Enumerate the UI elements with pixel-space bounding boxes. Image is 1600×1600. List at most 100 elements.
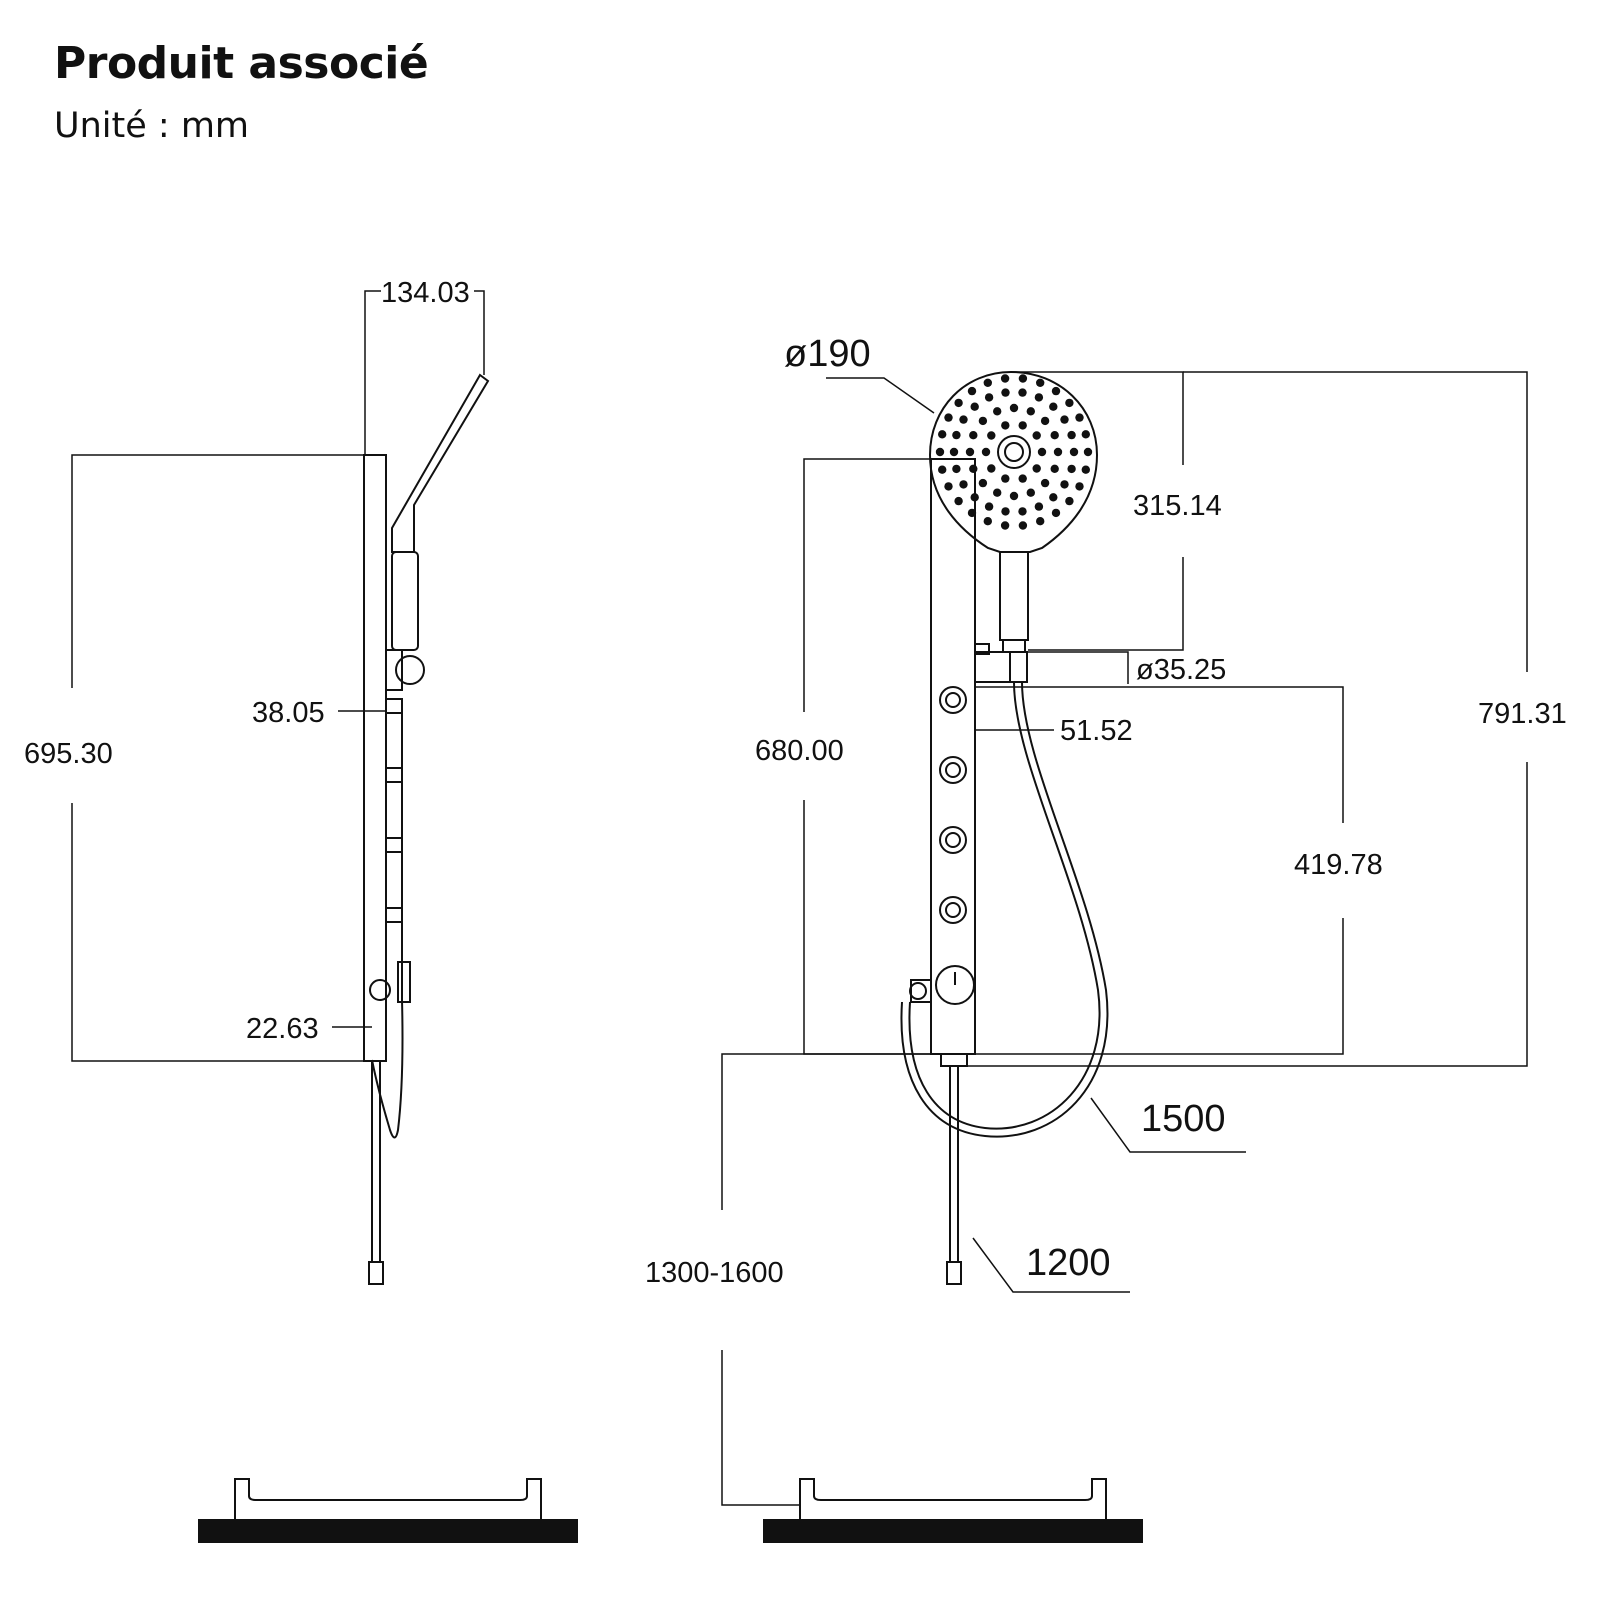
spray-hole bbox=[978, 416, 988, 426]
spray-hole bbox=[983, 517, 992, 526]
dim-side-bottom: 22.63 bbox=[246, 1013, 319, 1045]
spray-hole bbox=[987, 464, 996, 473]
dim-side-nozzle: 38.05 bbox=[252, 697, 325, 729]
spray-hole bbox=[1036, 517, 1045, 526]
spray-hole bbox=[1018, 474, 1027, 483]
spray-hole bbox=[1026, 488, 1036, 497]
side-hose bbox=[371, 700, 404, 1139]
body-jet-4 bbox=[939, 896, 967, 924]
page-title: Produit associé bbox=[54, 38, 429, 89]
dim-holder-diameter: ø35.25 bbox=[1136, 654, 1226, 686]
spray-hole bbox=[1075, 482, 1084, 491]
spray-hole bbox=[1032, 431, 1041, 440]
front-base-slab bbox=[763, 1519, 1143, 1543]
dim-side-height: 695.30 bbox=[24, 738, 113, 770]
spray-hole bbox=[1001, 388, 1010, 397]
spray-hole bbox=[984, 502, 994, 511]
spray-hole bbox=[1075, 413, 1084, 422]
dim-head-diameter: ø190 bbox=[784, 333, 871, 375]
unit-label: Unité : mm bbox=[54, 106, 250, 146]
dim-panel-height: 680.00 bbox=[755, 735, 844, 767]
front-shower-head bbox=[928, 370, 1099, 553]
spray-hole bbox=[938, 430, 947, 439]
spray-hole bbox=[1001, 474, 1010, 483]
front-head-center bbox=[997, 435, 1031, 469]
side-view: 134.03 695.30 38.05 22.63 bbox=[24, 277, 578, 1543]
spray-hole bbox=[981, 447, 991, 457]
side-nozzle-4 bbox=[385, 907, 403, 923]
spray-hole bbox=[983, 378, 992, 387]
front-hose bbox=[908, 681, 1101, 1130]
spray-hole bbox=[1051, 508, 1061, 518]
front-head-spray-holes bbox=[935, 374, 1093, 530]
spray-hole bbox=[1018, 421, 1027, 430]
spray-hole bbox=[970, 402, 979, 411]
spray-hole bbox=[944, 482, 953, 491]
spray-hole bbox=[1018, 388, 1027, 397]
front-holder bbox=[974, 651, 1028, 683]
spray-hole bbox=[967, 386, 977, 396]
side-bracket bbox=[397, 961, 411, 1003]
spray-hole bbox=[1037, 447, 1047, 457]
spray-hole bbox=[1069, 447, 1079, 457]
spray-hole bbox=[1060, 480, 1069, 489]
spray-hole bbox=[1081, 430, 1091, 439]
spray-hole bbox=[1050, 431, 1059, 440]
spray-hole bbox=[969, 464, 978, 473]
spray-hole bbox=[1032, 464, 1041, 473]
spray-hole bbox=[952, 430, 961, 440]
spray-hole bbox=[1000, 374, 1010, 383]
spray-hole bbox=[1009, 491, 1019, 501]
dim-side-top-width: 134.03 bbox=[381, 277, 470, 309]
spray-hole bbox=[1040, 478, 1050, 488]
spray-hole bbox=[978, 478, 988, 488]
spray-hole bbox=[954, 398, 963, 408]
side-nozzle-3 bbox=[385, 837, 403, 853]
spray-hole bbox=[1067, 464, 1076, 474]
front-base-tray bbox=[799, 1478, 1107, 1519]
spray-hole bbox=[1034, 502, 1044, 511]
spray-hole bbox=[1000, 521, 1010, 530]
spray-hole bbox=[935, 447, 945, 457]
front-view: ø190 315.14 680.00 ø35.25 51.52 791.31 4… bbox=[645, 333, 1567, 1543]
side-nozzle-2 bbox=[385, 767, 403, 783]
spray-hole bbox=[1009, 403, 1019, 413]
front-pipe-end bbox=[946, 1261, 962, 1285]
spray-hole bbox=[952, 464, 961, 474]
spray-hole bbox=[1018, 521, 1028, 530]
spray-hole bbox=[993, 407, 1002, 416]
spray-hole bbox=[1040, 416, 1050, 426]
front-body-jets bbox=[939, 686, 967, 924]
dim-total-height: 791.31 bbox=[1478, 698, 1567, 730]
spray-hole bbox=[1001, 421, 1010, 430]
spray-hole bbox=[993, 488, 1002, 497]
body-jet-1 bbox=[939, 686, 967, 714]
spray-hole bbox=[1026, 407, 1036, 416]
side-nozzle-1 bbox=[385, 698, 403, 714]
dim-install-height: 1300-1600 bbox=[645, 1257, 784, 1289]
spray-hole bbox=[959, 480, 968, 489]
side-handshower-head bbox=[391, 373, 490, 553]
spray-hole bbox=[954, 496, 963, 506]
spray-hole bbox=[970, 493, 979, 502]
dim-head-height: 315.14 bbox=[1133, 490, 1222, 522]
spray-hole bbox=[965, 447, 975, 457]
spray-hole bbox=[984, 393, 994, 402]
spray-hole bbox=[1018, 374, 1028, 383]
side-handshower-handle bbox=[391, 551, 419, 651]
spray-hole bbox=[944, 413, 953, 422]
front-bottom-fitting bbox=[940, 1053, 968, 1067]
side-panel bbox=[363, 454, 387, 1062]
spray-hole bbox=[1049, 402, 1058, 411]
side-holder-knob bbox=[395, 655, 425, 685]
spray-hole bbox=[1081, 465, 1091, 474]
dim-pipe-length: 1200 bbox=[1026, 1242, 1111, 1284]
spray-hole bbox=[1067, 430, 1076, 440]
spray-hole bbox=[1065, 398, 1074, 408]
front-shower-handle bbox=[999, 552, 1029, 641]
spray-hole bbox=[1065, 496, 1074, 506]
spray-hole bbox=[1083, 447, 1093, 457]
spray-hole bbox=[949, 447, 959, 457]
spray-hole bbox=[967, 508, 977, 518]
